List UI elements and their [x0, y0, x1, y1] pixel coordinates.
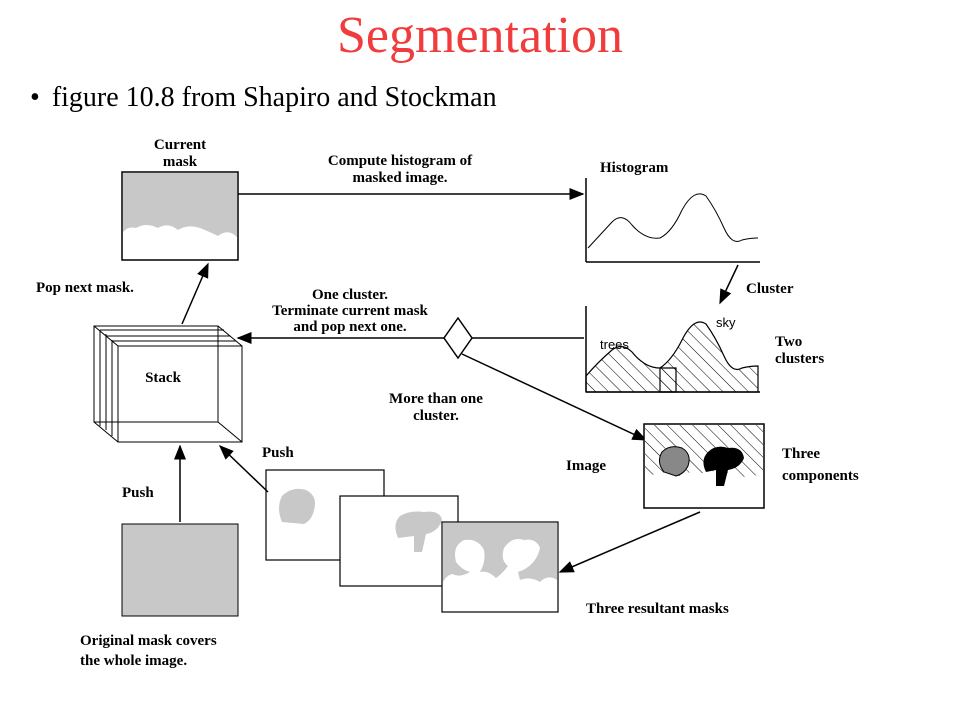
bullet-label: figure 10.8 from Shapiro and Stockman [51, 82, 497, 113]
one-cluster-label-1: One cluster. [312, 287, 388, 303]
tree-component-black [703, 446, 744, 486]
histogram-curve [587, 193, 759, 249]
push-masks-arrow [218, 444, 269, 493]
compute-label-1: Compute histogram of [328, 153, 473, 169]
resultant-mask-3-shape [443, 523, 557, 582]
more-than-one-label-1: More than one [389, 391, 483, 407]
stack-back-face [93, 325, 219, 423]
tree-component-gray [658, 446, 690, 477]
resultant-mask-1-shape [279, 488, 315, 524]
one-cluster-label-3: and pop next one. [293, 319, 407, 335]
resultant-mask-2 [339, 495, 459, 587]
histogram-label: Histogram [600, 160, 669, 176]
more-than-one-arrow [461, 353, 648, 441]
slide-title: Segmentation [337, 7, 623, 64]
two-clusters-label-2: clusters [775, 351, 824, 367]
decision-diamond [443, 316, 473, 360]
cluster-label: Cluster [746, 281, 794, 297]
stack-cube: Stack [93, 325, 243, 443]
stack-label: Stack [145, 370, 181, 386]
two-clusters-label-1: Two [775, 334, 802, 350]
current-mask-label-2: mask [163, 154, 198, 170]
image-label: Image [566, 458, 606, 474]
original-mask-label-1: Original mask covers [80, 633, 217, 649]
pop-next-mask-arrow [181, 262, 209, 325]
three-components-label-2: components [782, 468, 859, 484]
sky-label: sky [716, 315, 736, 330]
stack-front-face [117, 345, 243, 443]
compute-label-2: masked image. [353, 170, 448, 186]
pop-next-mask-label: Pop next mask. [36, 280, 134, 296]
trees-cluster-area [585, 345, 677, 393]
image-to-masks-arrow [558, 511, 701, 573]
current-mask-group: Current mask [121, 137, 239, 261]
original-mask-box [121, 523, 239, 617]
current-mask-fill [123, 173, 237, 237]
trees-label: trees [600, 337, 629, 352]
current-mask-label-1: Current [154, 137, 206, 153]
push-lower-label: Push [122, 485, 154, 501]
bullet-dot: • [30, 82, 40, 113]
one-cluster-label-2: Terminate current mask [272, 303, 428, 319]
resultant-mask-2-shape [395, 511, 442, 552]
push-upper-label: Push [262, 445, 294, 461]
two-clusters-group: trees sky Two clusters [585, 306, 824, 393]
bullet-text: • figure 10.8 from Shapiro and Stockman [30, 80, 497, 116]
sky-cluster-area [659, 321, 759, 393]
resultant-masks-group: Three resultant masks [265, 469, 729, 617]
original-mask-label-2: the whole image. [80, 653, 187, 669]
cluster-arrow [719, 264, 739, 305]
image-components-group: Image Three components [566, 423, 859, 509]
original-mask-group: Push Original mask covers the whole imag… [80, 444, 239, 669]
three-resultant-masks-label: Three resultant masks [586, 601, 729, 617]
three-components-label-1: Three [782, 446, 820, 462]
more-than-one-label-2: cluster. [413, 408, 459, 424]
histogram-group: Histogram [585, 160, 760, 263]
